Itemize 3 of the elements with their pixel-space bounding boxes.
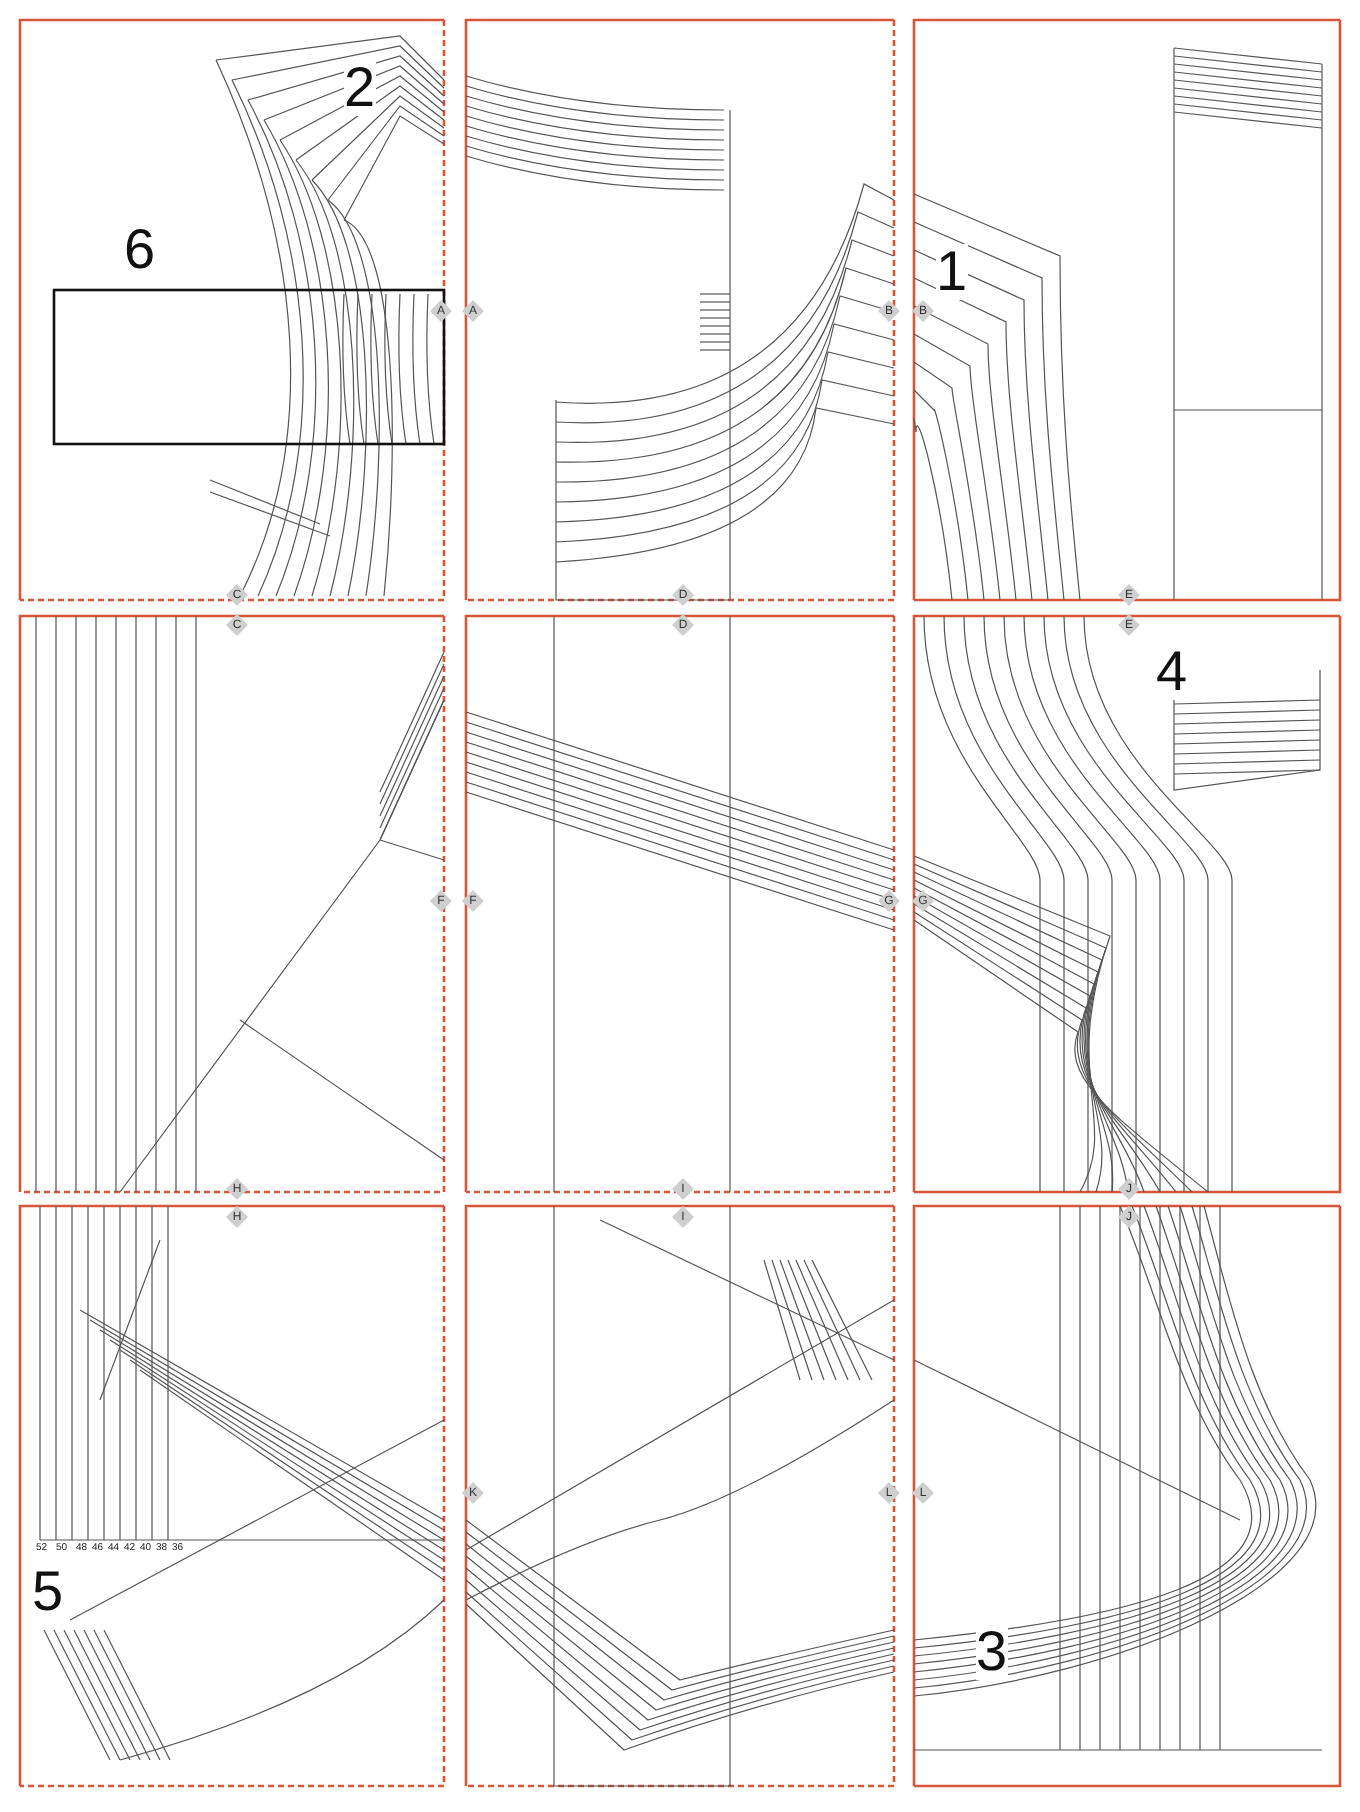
piece-number: 2 <box>344 60 376 116</box>
piece-number: 1 <box>936 244 968 300</box>
piece-number: 3 <box>976 1624 1008 1680</box>
